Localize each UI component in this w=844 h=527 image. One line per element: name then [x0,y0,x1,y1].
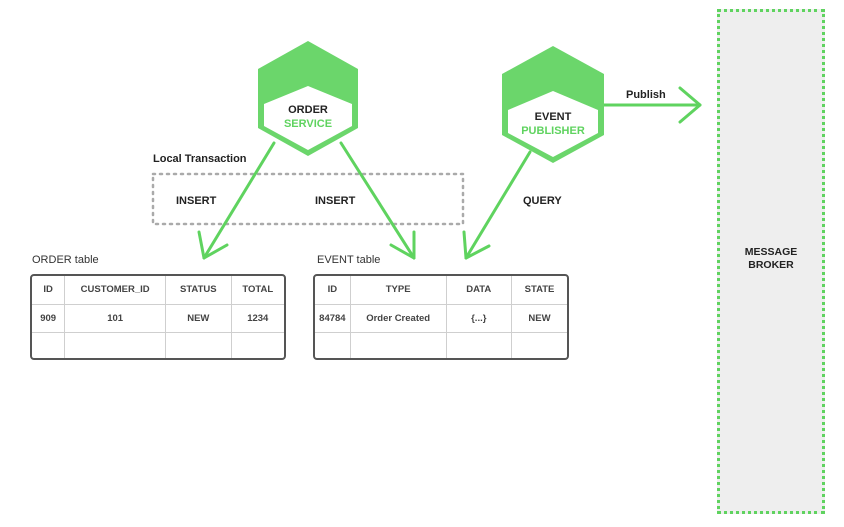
table-row: 909 101 NEW 1234 [32,304,284,334]
table-cell: 101 [64,304,167,334]
table-header-cell: CUSTOMER_ID [64,276,167,305]
order-service-label: ORDER SERVICE [268,103,348,131]
message-broker-label: MESSAGE BROKER [720,246,822,272]
table-cell [446,332,513,358]
insert-arrow-order [197,141,276,260]
table-header-row: ID CUSTOMER_ID STATUS TOTAL [32,276,284,305]
table-row [32,332,284,358]
message-broker: MESSAGE BROKER [717,9,825,514]
table-cell [231,333,284,358]
table-cell: 84784 [315,304,351,334]
event-publisher-hexagon [502,46,604,163]
order-service-hexagon [258,41,358,156]
table-cell: {...} [446,304,513,334]
message-broker-line2: BROKER [748,259,794,271]
query-arrow [462,150,532,260]
table-row [315,332,567,358]
table-header-cell: ID [315,276,351,305]
table-header-cell: DATA [446,276,513,305]
publish-arrow [602,86,702,124]
table-header-row: ID TYPE DATA STATE [315,276,567,305]
order-table: ID CUSTOMER_ID STATUS TOTAL 909 101 NEW … [30,274,286,360]
table-header-cell: TYPE [350,276,447,305]
table-header-cell: STATUS [165,276,232,305]
table-cell: Order Created [350,304,447,334]
query-label: QUERY [523,195,562,207]
order-service-line1: ORDER [288,104,328,116]
event-table-title: EVENT table [317,254,381,266]
table-cell [32,332,66,358]
table-cell: NEW [511,304,567,334]
table-cell [512,333,567,358]
table-row: 84784 Order Created {...} NEW [315,304,567,334]
event-publisher-label: EVENT PUBLISHER [508,110,598,138]
event-table: ID TYPE DATA STATE 84784 Order Created {… [313,274,569,360]
local-transaction-label: Local Transaction [153,153,247,165]
event-publisher-line1: EVENT [534,111,572,123]
table-cell [315,332,351,358]
table-header-cell: ID [32,276,66,305]
order-table-title: ORDER table [32,254,99,266]
table-header-cell: STATE [511,276,567,305]
table-cell: 909 [32,304,66,334]
insert-label-2: INSERT [315,195,356,207]
insert-arrow-event [339,141,416,260]
publish-label: Publish [626,89,666,101]
message-broker-line1: MESSAGE [744,246,798,258]
table-cell: 1234 [231,304,284,334]
event-publisher-line2: PUBLISHER [521,125,585,137]
table-cell [64,332,167,358]
order-service-line2: SERVICE [283,118,333,130]
table-cell [350,332,447,358]
table-header-cell: TOTAL [231,276,284,305]
table-cell: NEW [165,304,232,334]
table-cell [165,332,232,358]
local-transaction-boundary [151,172,465,226]
insert-label-1: INSERT [176,195,217,207]
